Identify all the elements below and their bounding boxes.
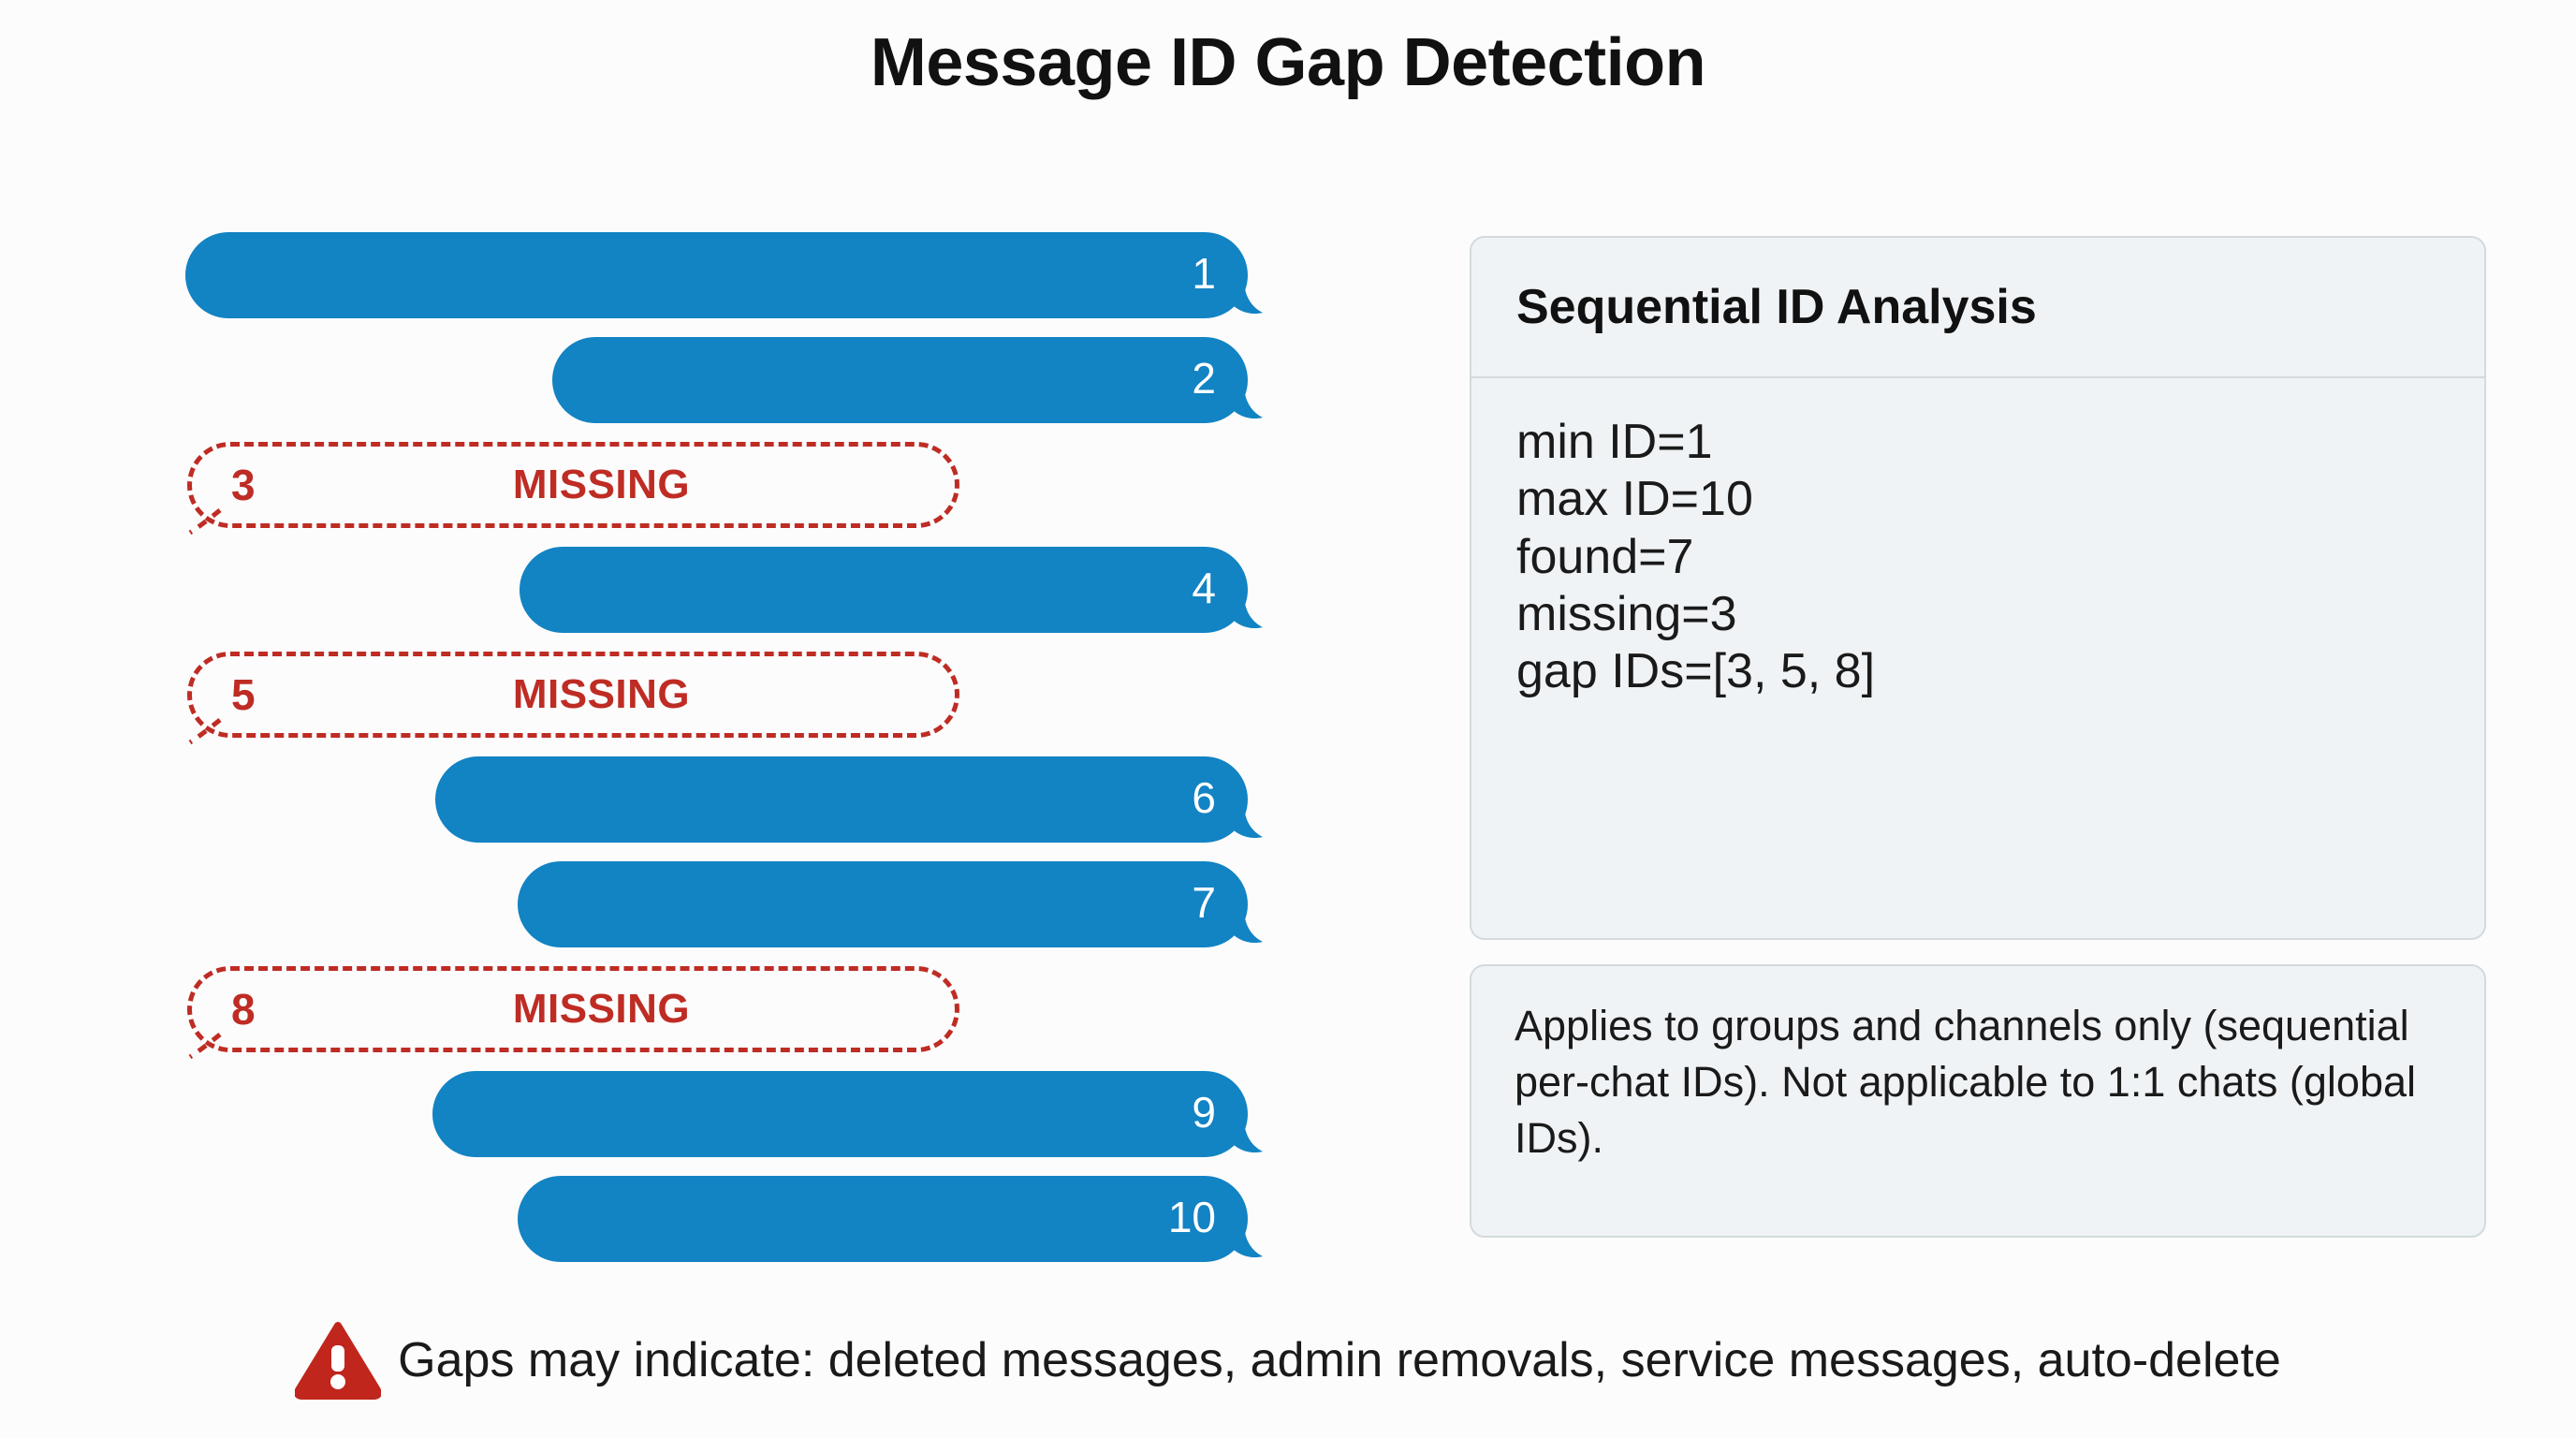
warning-triangle-icon — [294, 1321, 383, 1400]
message-bubble-2[interactable]: 2 — [552, 337, 1263, 423]
bubble-tail-icon — [1223, 384, 1263, 423]
footer-hint: Gaps may indicate: deleted messages, adm… — [0, 1309, 2576, 1412]
message-row-8: 8 MISSING — [0, 966, 1329, 1060]
missing-bubble-3[interactable]: 3 MISSING — [187, 442, 959, 536]
message-row-5: 5 MISSING — [0, 652, 1329, 745]
missing-bubble-tail-icon — [188, 1033, 226, 1061]
bubble-tail-icon — [1223, 803, 1263, 843]
bubble-tail-icon — [1223, 908, 1263, 947]
message-bubble-9[interactable]: 9 — [432, 1071, 1263, 1157]
message-id-label: 7 — [1192, 878, 1216, 927]
message-id-label: 10 — [1167, 1193, 1216, 1241]
bubble-tail-icon — [1223, 1118, 1263, 1157]
missing-id-label: 8 — [231, 985, 256, 1034]
footer-hint-text: Gaps may indicate: deleted messages, adm… — [398, 1333, 2281, 1387]
message-row-2: 2 — [0, 337, 1329, 423]
bubble-tail-icon — [1223, 1223, 1263, 1262]
message-row-7: 7 — [0, 861, 1329, 947]
missing-id-label: 5 — [231, 670, 256, 719]
scope-note-text: Applies to groups and channels only (seq… — [1515, 1002, 2416, 1162]
analysis-panel-title: Sequential ID Analysis — [1516, 280, 2037, 334]
missing-bubble-tail-icon — [188, 718, 226, 746]
message-id-label: 2 — [1192, 354, 1216, 403]
analysis-line: gap IDs=[3, 5, 8] — [1516, 644, 1876, 699]
analysis-line: missing=3 — [1516, 587, 1737, 642]
message-id-label: 9 — [1192, 1088, 1216, 1137]
missing-bubble-8[interactable]: 8 MISSING — [187, 966, 959, 1060]
analysis-line: min ID=1 — [1516, 415, 1713, 469]
message-row-1: 1 — [0, 232, 1329, 318]
page-title: Message ID Gap Detection — [870, 25, 1706, 100]
message-id-label: 4 — [1192, 564, 1216, 612]
scope-note-panel: Applies to groups and channels only (seq… — [1470, 964, 2486, 1238]
analysis-line: found=7 — [1516, 529, 1694, 584]
missing-status-label: MISSING — [512, 986, 691, 1032]
missing-id-label: 3 — [231, 461, 256, 509]
bubble-tail-icon — [1223, 279, 1263, 318]
message-id-label: 6 — [1192, 773, 1216, 822]
message-id-label: 1 — [1192, 249, 1216, 298]
missing-bubble-5[interactable]: 5 MISSING — [187, 652, 959, 745]
message-bubble-1[interactable]: 1 — [185, 232, 1263, 318]
missing-status-label: MISSING — [512, 462, 691, 507]
bubble-tail-icon — [1223, 594, 1263, 633]
message-bubble-7[interactable]: 7 — [518, 861, 1263, 947]
message-bubble-10[interactable]: 10 — [518, 1176, 1263, 1262]
missing-status-label: MISSING — [512, 671, 691, 717]
message-row-4: 4 — [0, 547, 1329, 633]
message-row-9: 9 — [0, 1071, 1329, 1157]
message-row-10: 10 — [0, 1176, 1329, 1262]
missing-bubble-tail-icon — [188, 508, 226, 536]
message-row-6: 6 — [0, 756, 1329, 843]
message-row-3: 3 MISSING — [0, 442, 1329, 536]
analysis-line: max ID=10 — [1516, 472, 1753, 527]
analysis-panel-header: Sequential ID Analysis — [1471, 238, 2484, 378]
message-bubble-4[interactable]: 4 — [520, 547, 1263, 633]
message-bubble-6[interactable]: 6 — [435, 756, 1263, 843]
